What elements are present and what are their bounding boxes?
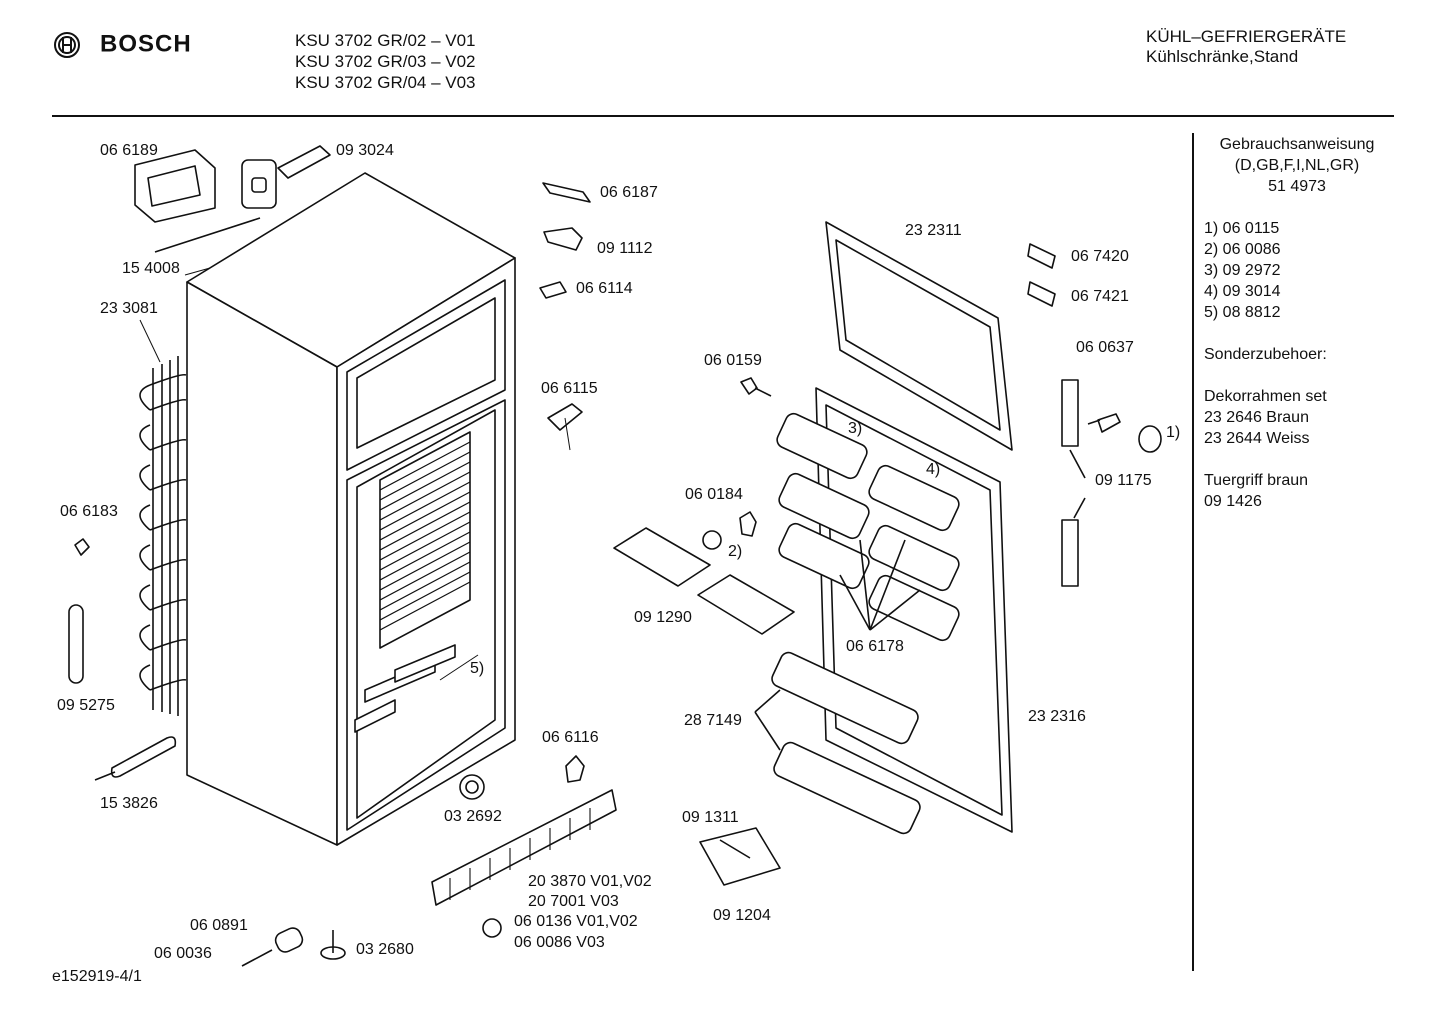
part-label: 06 6178 — [846, 638, 904, 655]
manual-languages: (D,GB,F,I,NL,GR) — [1234, 157, 1360, 174]
numbered-part: 4) 09 3014 — [1204, 283, 1281, 300]
brand: BOSCH — [52, 30, 192, 60]
part-label: 20 3870 V01,V02 — [528, 873, 652, 890]
category: KÜHL–GEFRIERGERÄTE Kühlschränke,Stand — [1146, 27, 1346, 67]
category-title: KÜHL–GEFRIERGERÄTE — [1146, 27, 1347, 46]
condenser-coil — [139, 356, 187, 716]
part-label: 09 1112 — [597, 240, 653, 257]
callout-label: 4) — [926, 461, 941, 478]
part-label: 06 0891 — [190, 917, 248, 934]
accessory-item: Dekorrahmen set — [1204, 388, 1327, 405]
part-label: 03 2692 — [444, 808, 502, 825]
part-label: 23 2316 — [1028, 708, 1086, 725]
numbered-part: 1) 06 0115 — [1204, 220, 1280, 237]
manual-title: Gebrauchsanweisung — [1219, 136, 1375, 153]
handle-title: Tuergriff braun — [1204, 472, 1309, 489]
part-label: 06 7421 — [1071, 288, 1129, 305]
part-label: 09 1204 — [713, 907, 771, 924]
part-label: 06 0036 — [154, 945, 212, 962]
part-label: 03 2680 — [356, 941, 414, 958]
manual-number: 51 4973 — [1268, 178, 1326, 195]
brand-name: BOSCH — [100, 30, 192, 58]
part-label: 06 6114 — [576, 280, 633, 297]
model-line: KSU 3702 GR/04 – V03 — [295, 73, 476, 92]
callout-label: 1) — [1166, 424, 1181, 441]
model-line: KSU 3702 GR/02 – V01 — [295, 31, 476, 50]
part-label: 06 6183 — [60, 503, 118, 520]
drawing-id: e152919-4/1 — [52, 968, 142, 985]
part-label: 23 2311 — [905, 222, 962, 239]
small-parts — [68, 145, 617, 967]
accessory-item: 23 2646 Braun — [1204, 409, 1309, 426]
model-line: KSU 3702 GR/03 – V02 — [295, 52, 476, 71]
part-label: 15 3826 — [100, 795, 158, 812]
bosch-logo-icon — [54, 32, 80, 58]
part-label: 20 7001 V03 — [528, 893, 619, 910]
part-label: 06 6187 — [600, 184, 658, 201]
part-label: 09 1175 — [1095, 472, 1152, 489]
numbered-part: 3) 09 2972 — [1204, 262, 1281, 279]
accessory-item: 23 2644 Weiss — [1204, 430, 1310, 447]
callout-label: 5) — [470, 660, 485, 677]
freezer-door — [825, 221, 1013, 451]
part-label: 06 0184 — [685, 486, 743, 503]
part-label: 06 0136 V01,V02 — [514, 913, 638, 930]
cabinet-body — [186, 172, 516, 846]
part-label: 15 4008 — [122, 260, 180, 277]
leader-lines — [139, 267, 571, 681]
fridge-door — [754, 387, 1013, 835]
part-label: 06 0159 — [704, 352, 762, 369]
numbered-part: 2) 06 0086 — [1204, 241, 1281, 258]
part-label: 06 7420 — [1071, 248, 1129, 265]
part-label: 23 3081 — [100, 300, 158, 317]
part-label: 06 6115 — [541, 380, 598, 397]
part-label: 09 5275 — [57, 697, 115, 714]
callout-label: 2) — [728, 543, 743, 560]
part-label: 09 3024 — [336, 142, 394, 159]
callout-label: 3) — [848, 420, 863, 437]
numbered-part: 5) 08 8812 — [1204, 304, 1281, 321]
part-label: 06 6116 — [542, 729, 599, 746]
part-label: 09 1311 — [682, 809, 739, 826]
header-divider — [52, 115, 1394, 117]
part-label: 06 0086 V03 — [514, 934, 605, 951]
sidebar: Gebrauchsanweisung (D,GB,F,I,NL,GR) 51 4… — [1204, 134, 1390, 512]
part-label: 06 0637 — [1076, 339, 1134, 356]
part-label: 28 7149 — [684, 712, 742, 729]
accessories-title: Sonderzubehoer: — [1204, 346, 1327, 363]
part-label: 09 1290 — [634, 609, 692, 626]
category-subtitle: Kühlschränke,Stand — [1146, 47, 1299, 66]
handle-number: 09 1426 — [1204, 493, 1262, 510]
sidebar-divider — [1192, 133, 1194, 971]
door-small-parts — [613, 243, 1162, 886]
part-label: 06 6189 — [100, 142, 158, 159]
model-list: KSU 3702 GR/02 – V01 KSU 3702 GR/03 – V0… — [295, 30, 476, 93]
